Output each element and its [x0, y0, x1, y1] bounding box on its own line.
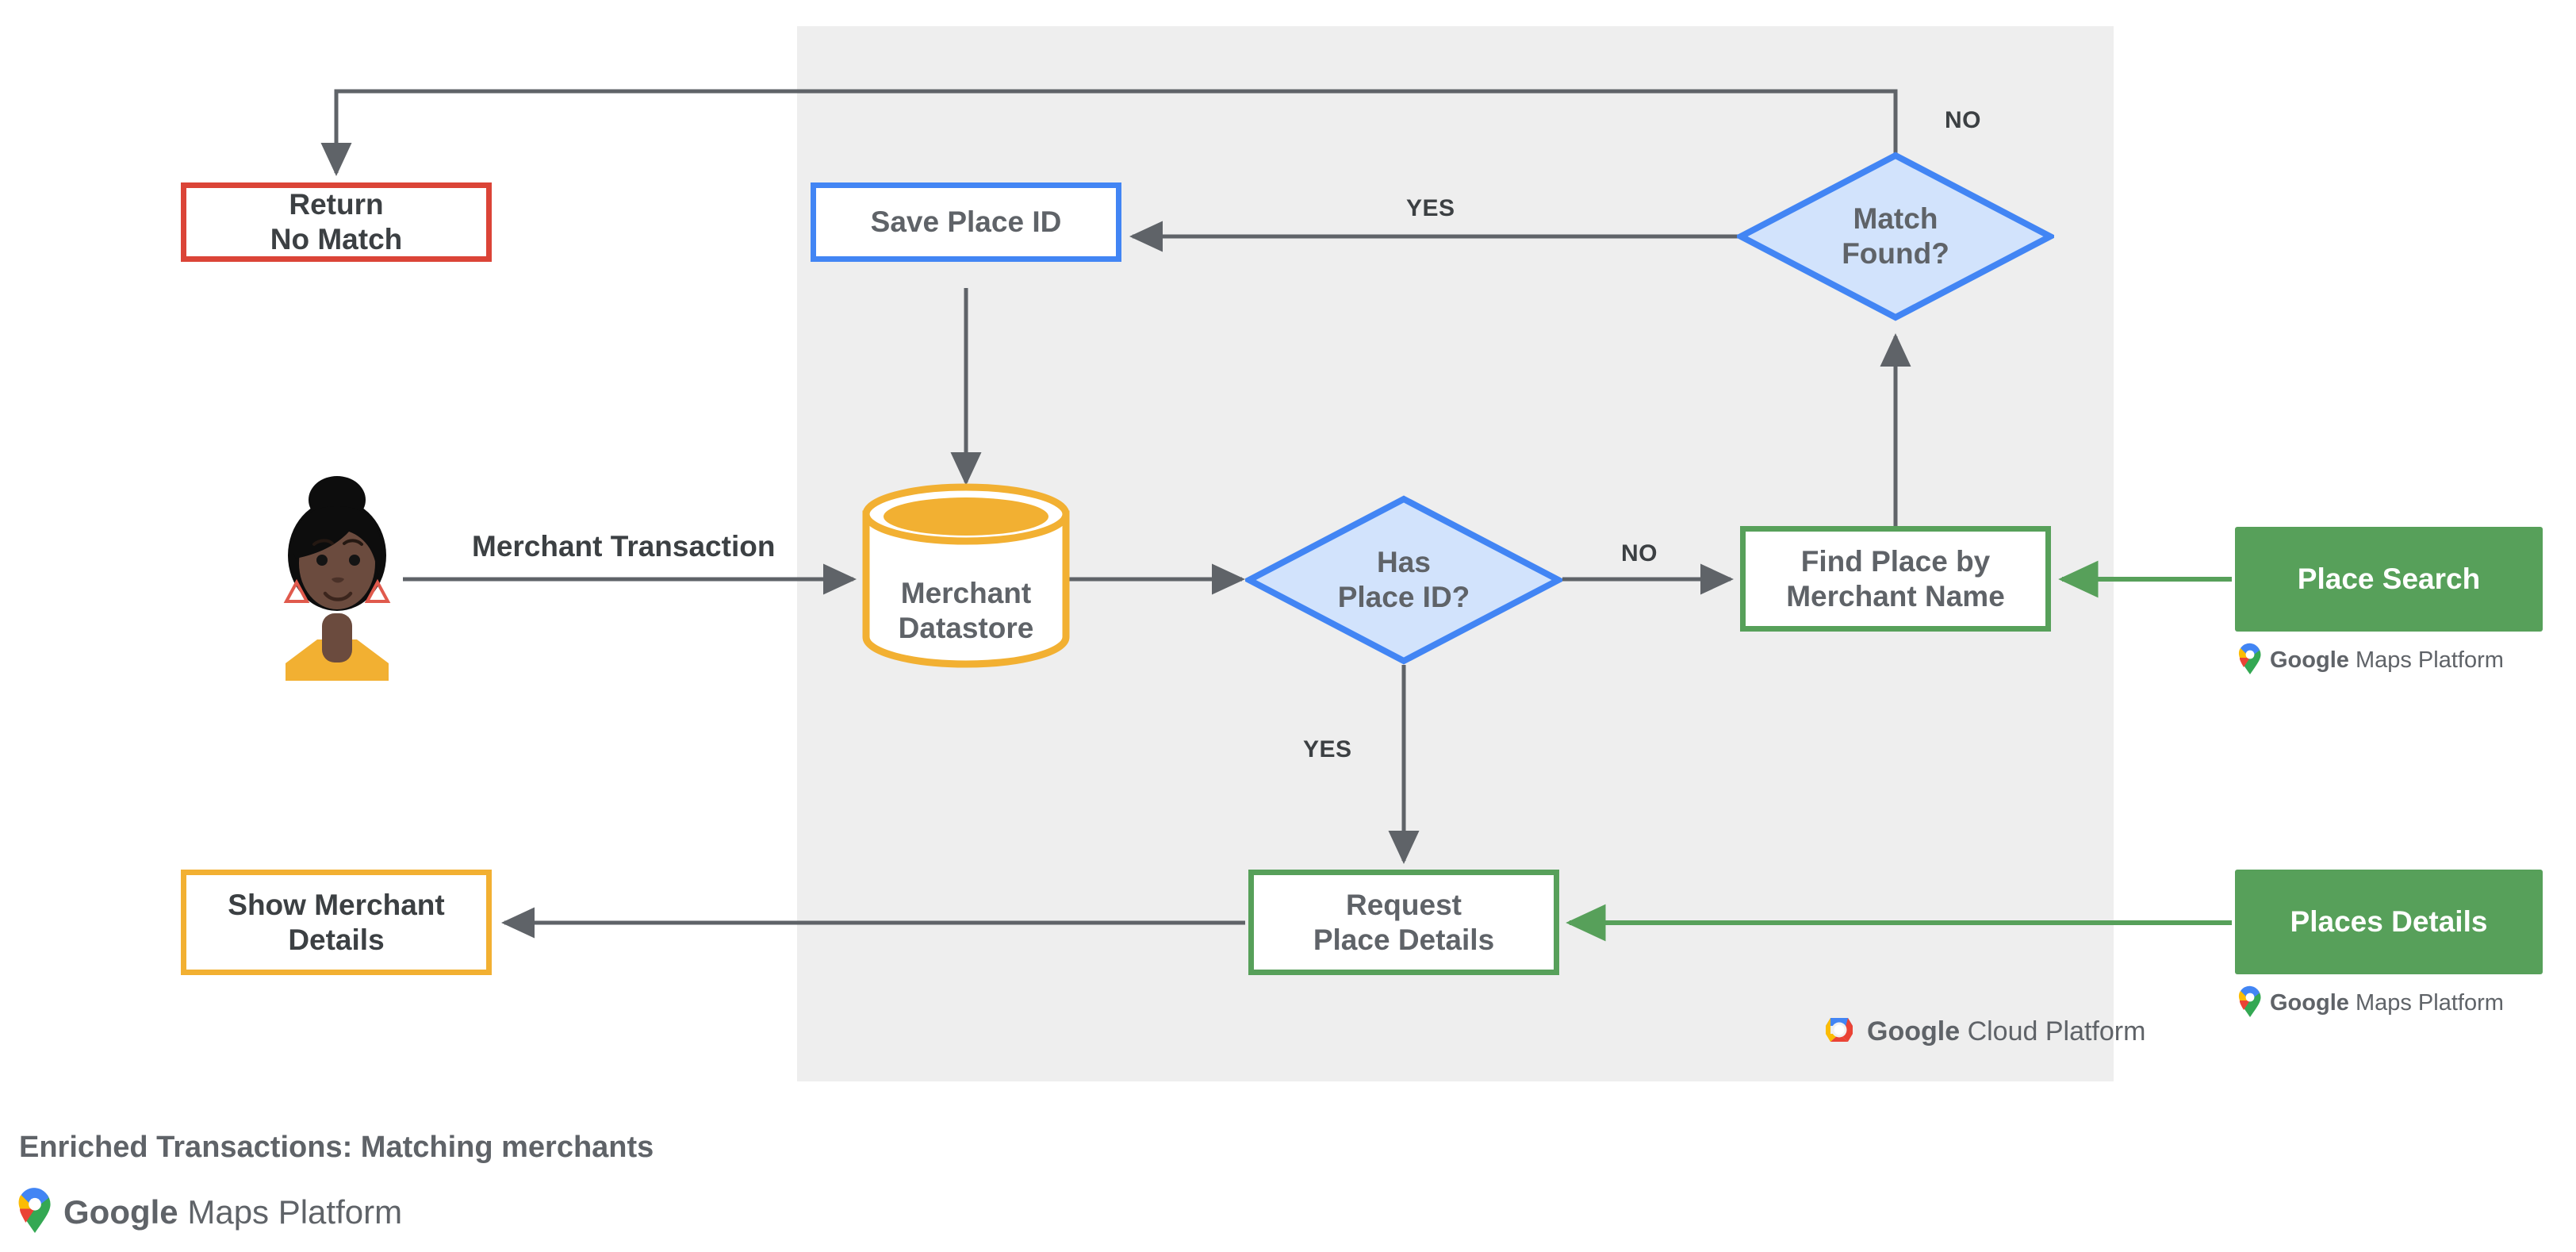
node-find-place-by-merchant-name[interactable]: Find Place by Merchant Name	[1740, 526, 2051, 632]
product-text: Maps Platform	[2355, 990, 2504, 1016]
google-cloud-platform-logo: Google Cloud Platform	[1821, 1012, 2145, 1052]
gcp-logo-text: Google Cloud Platform	[1867, 1016, 2145, 1047]
line-2: Place ID?	[1337, 581, 1470, 613]
label-merchant-transaction: Merchant Transaction	[472, 530, 776, 563]
node-merchant-datastore[interactable]: Merchant Datastore	[861, 482, 1071, 669]
line-2: Place Details	[1313, 923, 1495, 956]
gmp-logo-text: Google Maps Platform	[2270, 647, 2504, 674]
line-1: Has	[1377, 546, 1431, 579]
line-2: No Match	[270, 223, 403, 255]
line-2: Found?	[1842, 237, 1949, 270]
google-maps-platform-logo: Google Maps Platform	[17, 1187, 402, 1237]
label-has-place-id-yes: YES	[1303, 736, 1352, 762]
node-place-search-api[interactable]: Place Search	[2235, 527, 2543, 632]
node-request-place-details-label: Request Place Details	[1313, 888, 1494, 957]
node-return-no-match[interactable]: Return No Match	[181, 182, 492, 262]
node-match-found-label: Match Found?	[1737, 152, 2054, 321]
line-1: Merchant	[900, 577, 1032, 609]
node-find-place-label: Find Place by Merchant Name	[1786, 544, 2005, 613]
line-2: Merchant Name	[1786, 579, 2005, 613]
node-show-merchant-details-label: Show Merchant Details	[228, 888, 444, 957]
diamond-shape	[1737, 152, 2054, 321]
gmp-logo-text: Google Maps Platform	[63, 1193, 402, 1231]
google-cloud-hexagon-icon	[1821, 1012, 1857, 1052]
line-2: Details	[288, 923, 385, 956]
line-1: Find Place by	[1800, 544, 1991, 578]
line-1: Show Merchant	[228, 888, 445, 921]
brand-text: Google	[1867, 1016, 1961, 1047]
google-maps-pin-icon	[2238, 985, 2262, 1021]
product-text: Maps Platform	[187, 1192, 403, 1231]
diamond-shape	[1245, 495, 1562, 665]
node-has-place-id-label: Has Place ID?	[1245, 495, 1562, 665]
cylinder-shape	[862, 483, 1070, 668]
google-maps-pin-icon	[2238, 643, 2262, 678]
node-places-details-label: Places Details	[2290, 905, 2488, 939]
label-match-found-no: NO	[1945, 107, 1981, 133]
product-text: Maps Platform	[2355, 647, 2504, 673]
google-maps-pin-icon	[17, 1187, 52, 1237]
node-places-details-api[interactable]: Places Details	[2235, 870, 2543, 974]
node-save-place-id[interactable]: Save Place ID	[811, 182, 1121, 262]
node-match-found[interactable]: Match Found?	[1737, 152, 2054, 321]
line-2: Datastore	[898, 611, 1034, 644]
gmp-logo-text: Google Maps Platform	[2270, 990, 2504, 1016]
label-has-place-id-no: NO	[1621, 540, 1658, 566]
brand-text: Google	[63, 1192, 178, 1231]
node-request-place-details[interactable]: Request Place Details	[1248, 870, 1559, 975]
place-search-gmp-logo: Google Maps Platform	[2238, 643, 2504, 678]
node-place-search-label: Place Search	[2297, 563, 2481, 596]
node-return-no-match-label: Return No Match	[270, 187, 403, 256]
page-title: Enriched Transactions: Matching merchant…	[19, 1131, 654, 1164]
node-save-place-id-label: Save Place ID	[870, 205, 1062, 239]
brand-text: Google	[2270, 647, 2349, 673]
label-match-found-yes: YES	[1406, 195, 1455, 221]
node-has-place-id[interactable]: Has Place ID?	[1245, 495, 1562, 665]
places-details-gmp-logo: Google Maps Platform	[2238, 985, 2504, 1021]
line-1: Return	[289, 188, 384, 221]
node-merchant-datastore-label: Merchant Datastore	[861, 576, 1071, 645]
product-text: Cloud Platform	[1967, 1016, 2146, 1047]
node-show-merchant-details[interactable]: Show Merchant Details	[181, 870, 492, 975]
brand-text: Google	[2270, 990, 2349, 1016]
customer-avatar	[270, 467, 404, 685]
line-1: Match	[1853, 202, 1938, 236]
line-1: Request	[1346, 888, 1462, 921]
